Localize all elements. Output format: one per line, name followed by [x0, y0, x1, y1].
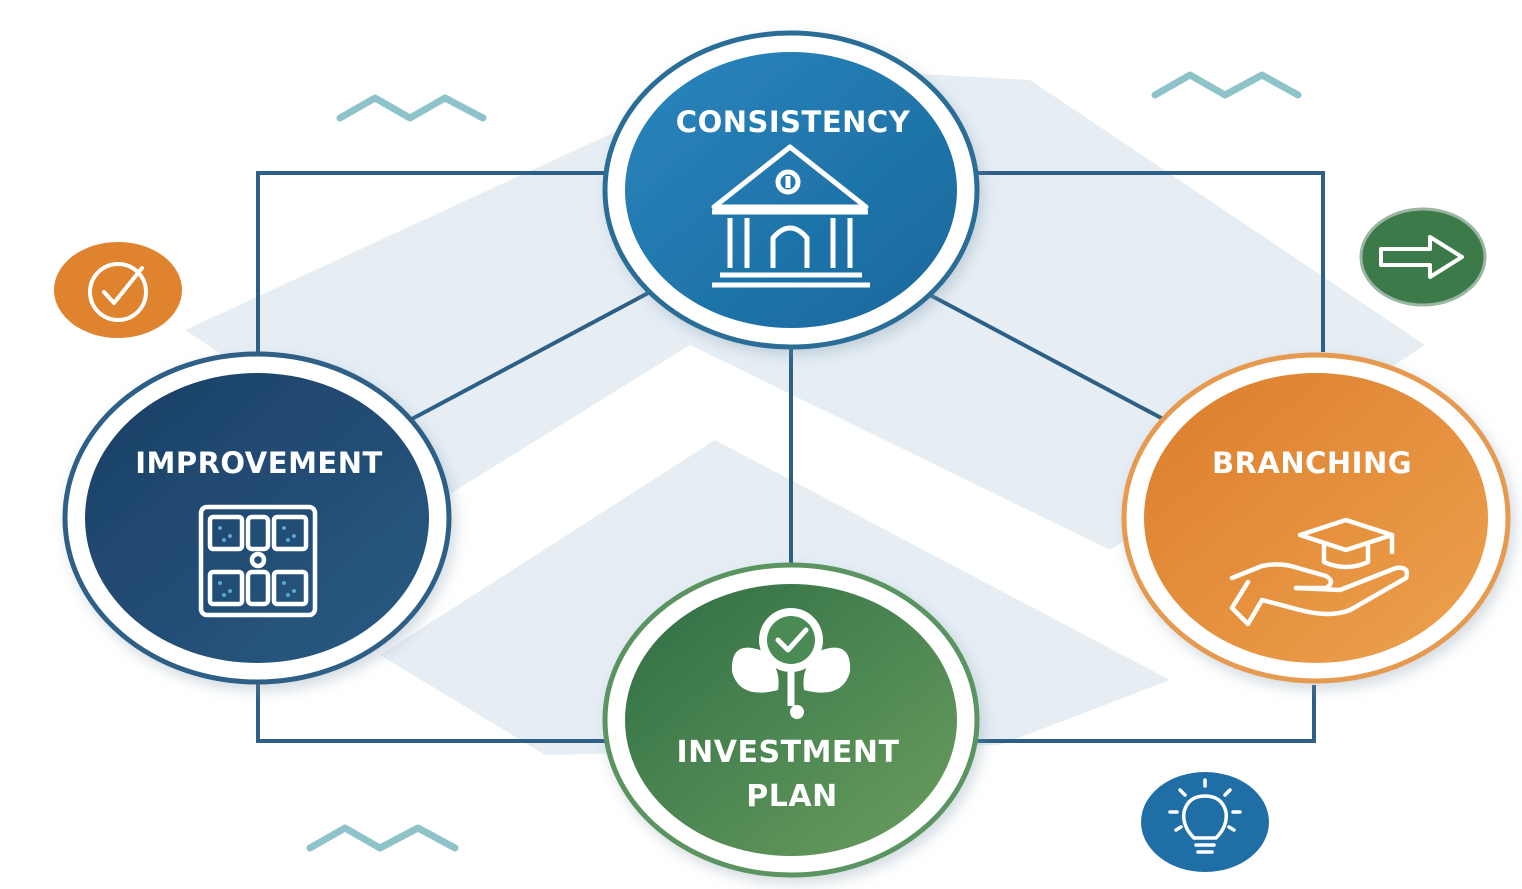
node-branching — [1121, 352, 1511, 684]
badge-arrow — [1359, 207, 1487, 307]
plant-check-icon — [731, 608, 851, 719]
zigzag-top-left — [336, 94, 487, 122]
node-improvement-label: IMPROVEMENT — [135, 446, 383, 480]
floor-plan-dots — [218, 526, 296, 597]
bank-building-icon — [711, 144, 870, 288]
node-investment-label-line2: PLAN — [746, 779, 837, 814]
lightbulb-icon — [1168, 778, 1242, 854]
connector-top-right-bracket — [975, 171, 1325, 352]
badge-bulb — [1141, 772, 1269, 872]
zigzag-top-right — [1151, 71, 1302, 99]
node-investment-label-line1: INVESTMENT — [677, 735, 900, 770]
node-consistency-label: CONSISTENCY — [676, 105, 911, 139]
badge-check — [54, 242, 182, 338]
connector-center-to-left — [409, 290, 651, 422]
node-investment-disc — [625, 584, 957, 856]
connector-center-to-right — [929, 293, 1166, 422]
connector-bottom-right-bracket — [975, 685, 1316, 743]
arrow-right-icon — [1379, 235, 1464, 279]
node-investment-plan — [602, 562, 980, 878]
floor-plan-icon — [198, 504, 318, 618]
node-branching-disc — [1144, 373, 1488, 663]
hand-graduation-cap-icon — [1229, 517, 1410, 627]
connector-top-left-bracket — [256, 171, 605, 352]
connector-bottom-left-bracket — [256, 680, 605, 743]
check-circle-icon — [88, 262, 148, 322]
connectors — [256, 171, 1325, 743]
zigzag-bottom-left — [306, 824, 459, 852]
node-branching-label: BRANCHING — [1212, 446, 1412, 480]
zigzag-decorations — [306, 71, 1302, 852]
